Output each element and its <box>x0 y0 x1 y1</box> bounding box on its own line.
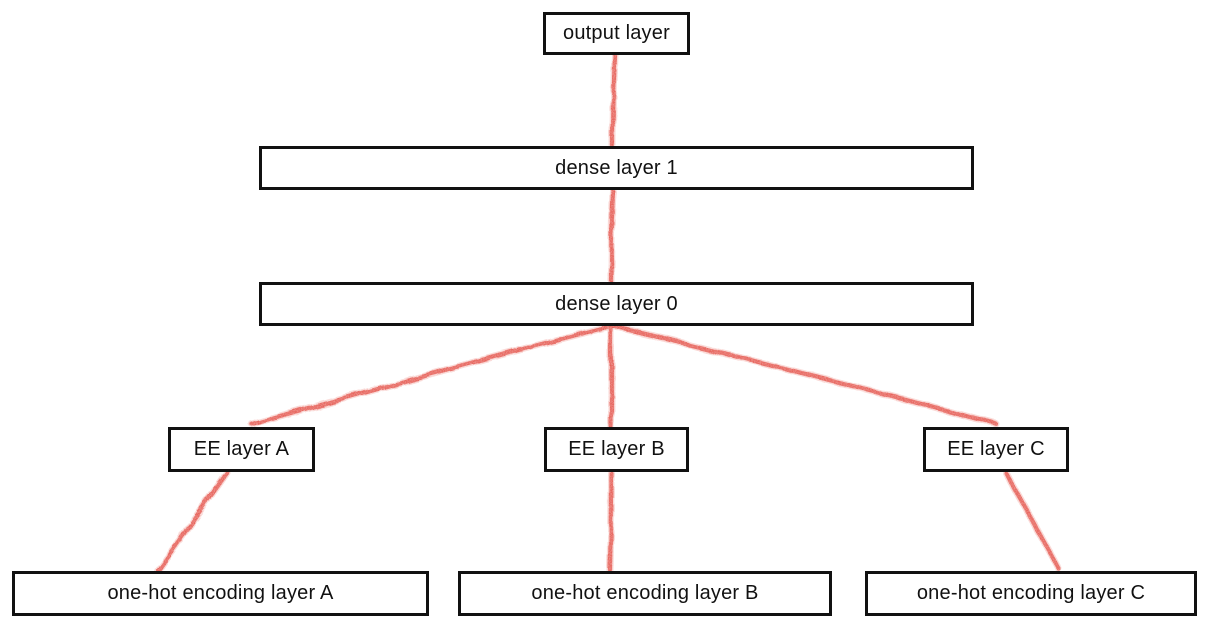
node-ee-layer-a-label: EE layer A <box>193 438 290 460</box>
node-ee-layer-c-label: EE layer C <box>947 438 1045 460</box>
node-output-layer: output layer <box>543 12 690 55</box>
node-ee-layer-a: EE layer A <box>168 427 315 472</box>
node-ee-layer-b-label: EE layer B <box>568 438 665 460</box>
node-onehot-layer-a: one-hot encoding layer A <box>12 571 429 616</box>
edge-eeC-onehotC <box>1002 469 1063 573</box>
node-onehot-layer-b: one-hot encoding layer B <box>458 571 832 616</box>
edge-output-dense1 <box>609 51 619 150</box>
node-output-layer-label: output layer <box>563 22 670 44</box>
node-onehot-layer-c: one-hot encoding layer C <box>865 571 1197 616</box>
edge-eeB-onehotB <box>606 469 615 574</box>
edge-eeA-onehotA <box>154 469 231 574</box>
node-onehot-layer-b-label: one-hot encoding layer B <box>531 582 759 604</box>
node-ee-layer-b: EE layer B <box>544 427 689 472</box>
node-dense-layer-0: dense layer 0 <box>259 282 974 326</box>
node-ee-layer-c: EE layer C <box>923 427 1069 472</box>
node-dense-layer-0-label: dense layer 0 <box>555 292 678 315</box>
edge-dense0-eeA <box>248 322 615 428</box>
edge-dense1-dense0 <box>607 186 617 286</box>
node-onehot-layer-c-label: one-hot encoding layer C <box>916 582 1146 604</box>
node-dense-layer-1: dense layer 1 <box>259 146 974 190</box>
node-dense-layer-1-label: dense layer 1 <box>555 156 678 179</box>
node-onehot-layer-a-label: one-hot encoding layer A <box>107 582 334 604</box>
edge-dense0-eeC <box>607 322 1000 428</box>
